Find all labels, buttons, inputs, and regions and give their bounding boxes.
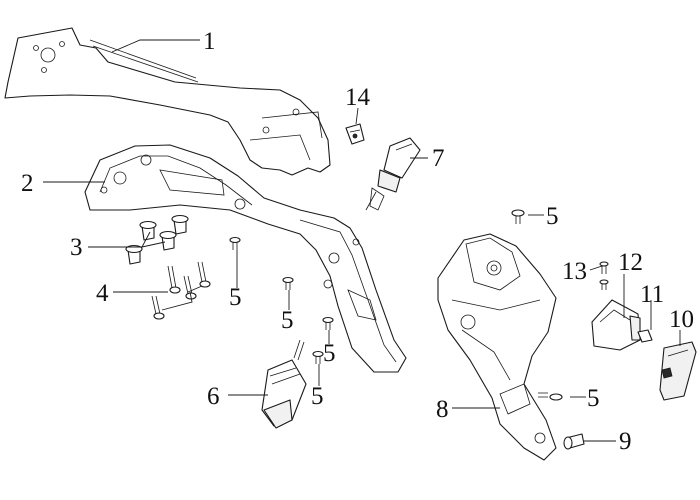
callout-9: 9 [619, 428, 632, 455]
callout-8: 8 [436, 396, 449, 423]
callout-5-f: 5 [587, 385, 600, 412]
callout-13: 13 [562, 258, 587, 285]
callout-2: 2 [21, 170, 34, 197]
callout-1: 1 [203, 28, 216, 55]
callout-5-e: 5 [546, 203, 559, 230]
part-1-upper-bracket [4, 27, 331, 176]
screw-b [282, 276, 294, 290]
screw-d [312, 350, 324, 364]
part-12-lamp-housing [591, 299, 641, 351]
part-14-clip [345, 123, 365, 145]
callout-3: 3 [70, 234, 83, 261]
part-2-main-frame [84, 144, 407, 373]
part-8-plate-holder [437, 233, 557, 461]
part-10-reflector [659, 341, 697, 401]
part-7-lamp-unit [365, 137, 421, 211]
part-3-grommets [125, 214, 189, 265]
part-11-nut [637, 329, 653, 343]
part-5-screws [229, 209, 563, 401]
callout-14: 14 [345, 84, 371, 111]
callout-11: 11 [640, 281, 664, 308]
callout-5-a: 5 [229, 284, 242, 311]
callout-5-c: 5 [323, 340, 336, 367]
screw-a [229, 236, 241, 250]
part-9-stopper [563, 433, 585, 450]
callout-5-d: 5 [311, 383, 324, 410]
screw-e [511, 209, 525, 224]
callout-5-b: 5 [281, 307, 294, 334]
screw-c [322, 316, 334, 330]
part-13-screws [599, 261, 609, 290]
screw-f [538, 392, 563, 401]
callout-4: 4 [96, 280, 109, 307]
part-6-lamp-unit [261, 339, 307, 429]
callout-6: 6 [207, 383, 220, 410]
part-4-bolts [151, 261, 211, 320]
leader-lines [43, 39, 681, 442]
callout-labels: 1 2 3 4 5 5 5 5 5 5 6 7 8 9 10 11 12 13 … [21, 28, 694, 455]
callout-10: 10 [669, 306, 694, 333]
callout-12: 12 [618, 249, 643, 276]
callout-7: 7 [432, 145, 445, 172]
